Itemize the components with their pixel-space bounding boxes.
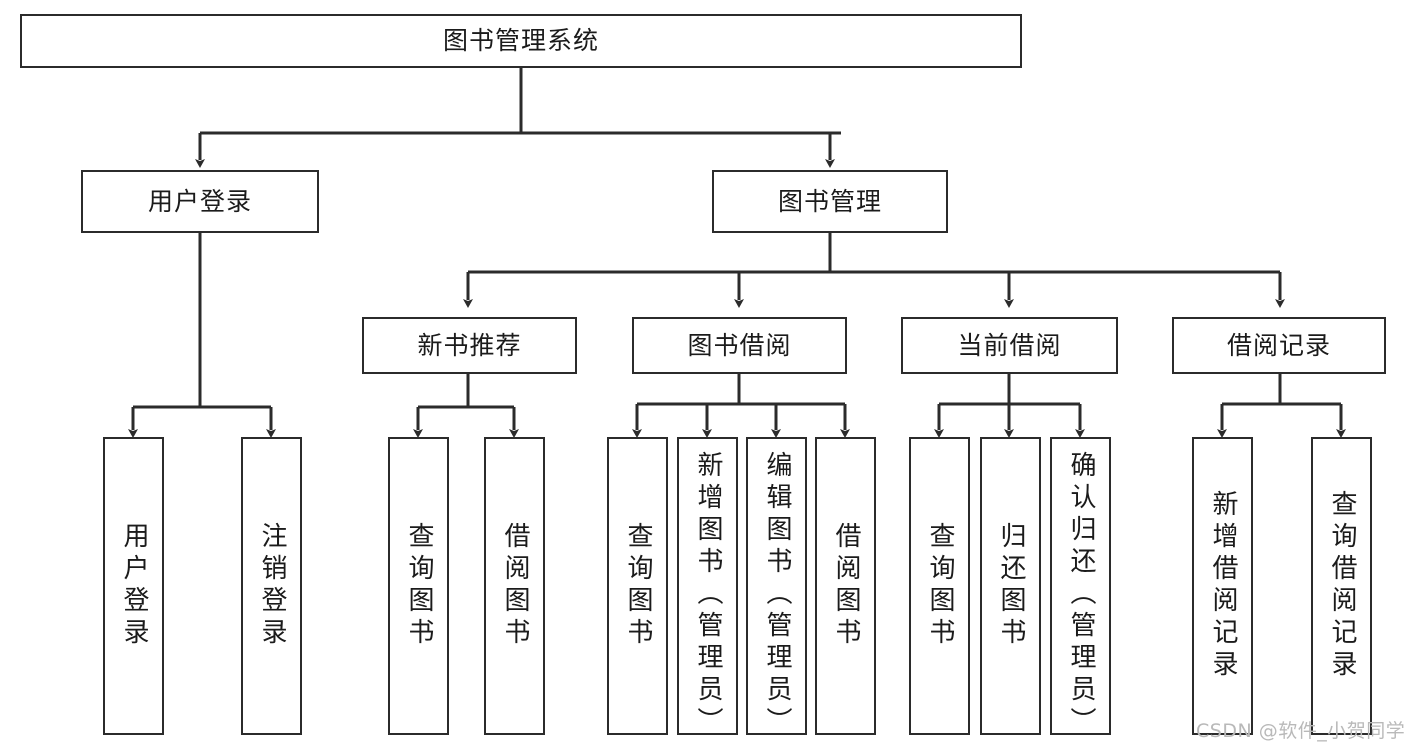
node-label: 归还图书 xyxy=(996,522,1027,650)
leaf-confirm-return-admin[interactable]: 确认归还（管理员） xyxy=(1050,437,1111,739)
node-new-book-recommend[interactable]: 新书推荐 xyxy=(362,317,577,374)
node-label: 新增图书（管理员） xyxy=(693,451,724,739)
node-current-borrow[interactable]: 当前借阅 xyxy=(901,317,1118,374)
leaf-add-borrow-record[interactable]: 新增借阅记录 xyxy=(1192,437,1253,735)
node-label: 用户登录 xyxy=(147,186,252,216)
node-book-management[interactable]: 图书管理 xyxy=(712,170,948,233)
node-label: 查询图书 xyxy=(404,522,435,650)
node-label: 查询借阅记录 xyxy=(1327,490,1358,682)
node-label: 编辑图书（管理员） xyxy=(762,451,793,739)
leaf-user-login[interactable]: 用户登录 xyxy=(103,437,164,735)
node-label: 注销登录 xyxy=(257,522,288,650)
leaf-add-book-admin[interactable]: 新增图书（管理员） xyxy=(677,437,738,739)
node-label: 新书推荐 xyxy=(417,330,522,360)
leaf-query-book-current[interactable]: 查询图书 xyxy=(909,437,970,735)
leaf-edit-book-admin[interactable]: 编辑图书（管理员） xyxy=(746,437,807,739)
node-label: 借阅图书 xyxy=(831,522,862,650)
node-root-book-management-system[interactable]: 图书管理系统 xyxy=(20,14,1022,68)
node-label: 图书借阅 xyxy=(687,330,792,360)
node-label: 用户登录 xyxy=(119,522,150,650)
leaf-query-book-borrow[interactable]: 查询图书 xyxy=(607,437,668,735)
node-label: 新增借阅记录 xyxy=(1208,490,1239,682)
leaf-borrow-book[interactable]: 借阅图书 xyxy=(815,437,876,735)
node-label: 确认归还（管理员） xyxy=(1066,451,1097,739)
node-label: 图书管理 xyxy=(777,186,882,216)
node-book-borrow[interactable]: 图书借阅 xyxy=(632,317,847,374)
node-label: 图书管理系统 xyxy=(442,26,599,55)
node-user-login[interactable]: 用户登录 xyxy=(81,170,319,233)
node-label: 借阅记录 xyxy=(1226,330,1331,360)
leaf-borrow-book-recommend[interactable]: 借阅图书 xyxy=(484,437,545,735)
csdn-watermark: CSDN @软件_小贺同学 xyxy=(1196,720,1405,742)
leaf-return-book[interactable]: 归还图书 xyxy=(980,437,1041,735)
node-label: 当前借阅 xyxy=(957,330,1062,360)
leaf-query-borrow-record[interactable]: 查询借阅记录 xyxy=(1311,437,1372,735)
node-borrow-record[interactable]: 借阅记录 xyxy=(1172,317,1386,374)
node-label: 借阅图书 xyxy=(500,522,531,650)
node-label: 查询图书 xyxy=(623,522,654,650)
leaf-query-book-recommend[interactable]: 查询图书 xyxy=(388,437,449,735)
leaf-logout[interactable]: 注销登录 xyxy=(241,437,302,735)
node-label: 查询图书 xyxy=(925,522,956,650)
